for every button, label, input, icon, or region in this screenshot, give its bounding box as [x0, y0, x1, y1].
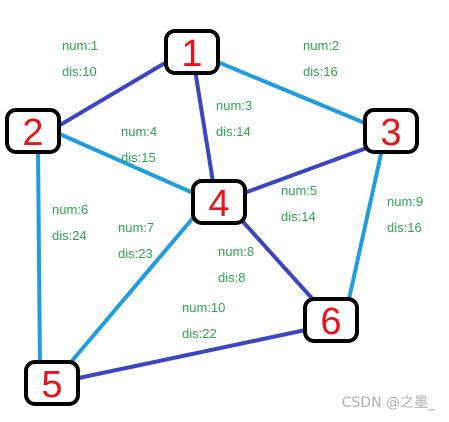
edge-dis-label: dis:16: [387, 220, 422, 235]
node-6: 6: [303, 297, 359, 343]
edge-dis-label: dis:14: [281, 209, 316, 224]
node-box: [191, 179, 247, 225]
edge-num-label: num:4: [121, 124, 157, 139]
node-label: 2: [22, 112, 43, 154]
edge-4-6: [234, 212, 320, 307]
edge-dis-label: dis:14: [216, 124, 251, 139]
node-2: 2: [5, 108, 61, 154]
edge-num-label: num:1: [62, 38, 98, 53]
node-box: [5, 108, 61, 154]
edge-1-3: [206, 56, 374, 128]
edges-layer: [36, 56, 385, 384]
edge-num-label: num:7: [118, 220, 154, 235]
edge-num-label: num:3: [216, 98, 252, 113]
nodes-layer: 1 2 3 4 5 6: [5, 29, 419, 406]
edge-num-label: num:5: [281, 183, 317, 198]
edge-1-2: [53, 58, 172, 130]
node-box: [303, 297, 359, 343]
node-box: [363, 108, 419, 154]
edge-dis-label: dis:16: [303, 64, 338, 79]
edge-3-4: [234, 140, 385, 198]
edge-num-label: num:6: [52, 202, 88, 217]
node-4: 4: [191, 179, 247, 225]
edge-dis-label: dis:23: [118, 246, 153, 261]
edge-3-6: [345, 143, 385, 310]
edge-5-6: [58, 326, 317, 384]
edge-2-4: [53, 130, 202, 198]
edge-dis-label: dis:22: [182, 326, 217, 341]
edge-dis-label: dis:8: [218, 270, 245, 285]
watermark: CSDN @之墨_: [341, 395, 435, 411]
node-box: [24, 360, 80, 406]
edge-dis-label: dis:15: [121, 150, 156, 165]
edge-labels-layer: num:1 dis:10 num:2 dis:16 num:3 dis:14 num:4 di…: [52, 38, 423, 341]
node-label: 5: [41, 364, 62, 406]
edge-num-label: num:2: [303, 38, 339, 53]
edge-2-5: [36, 146, 42, 372]
edge-4-5: [58, 210, 200, 377]
node-label: 6: [320, 301, 341, 343]
edge-num-label: num:10: [182, 300, 225, 315]
node-box: [164, 29, 220, 75]
edge-num-label: num:8: [218, 244, 254, 259]
node-3: 3: [363, 108, 419, 154]
node-label: 3: [380, 112, 401, 154]
edge-dis-label: dis:24: [52, 228, 87, 243]
node-label: 1: [181, 33, 202, 75]
edge-num-label: num:9: [387, 194, 423, 209]
edge-dis-label: dis:10: [62, 64, 97, 79]
edge-1-4: [194, 74, 215, 184]
node-label: 4: [208, 183, 229, 225]
node-1: 1: [164, 29, 220, 75]
node-5: 5: [24, 360, 80, 406]
